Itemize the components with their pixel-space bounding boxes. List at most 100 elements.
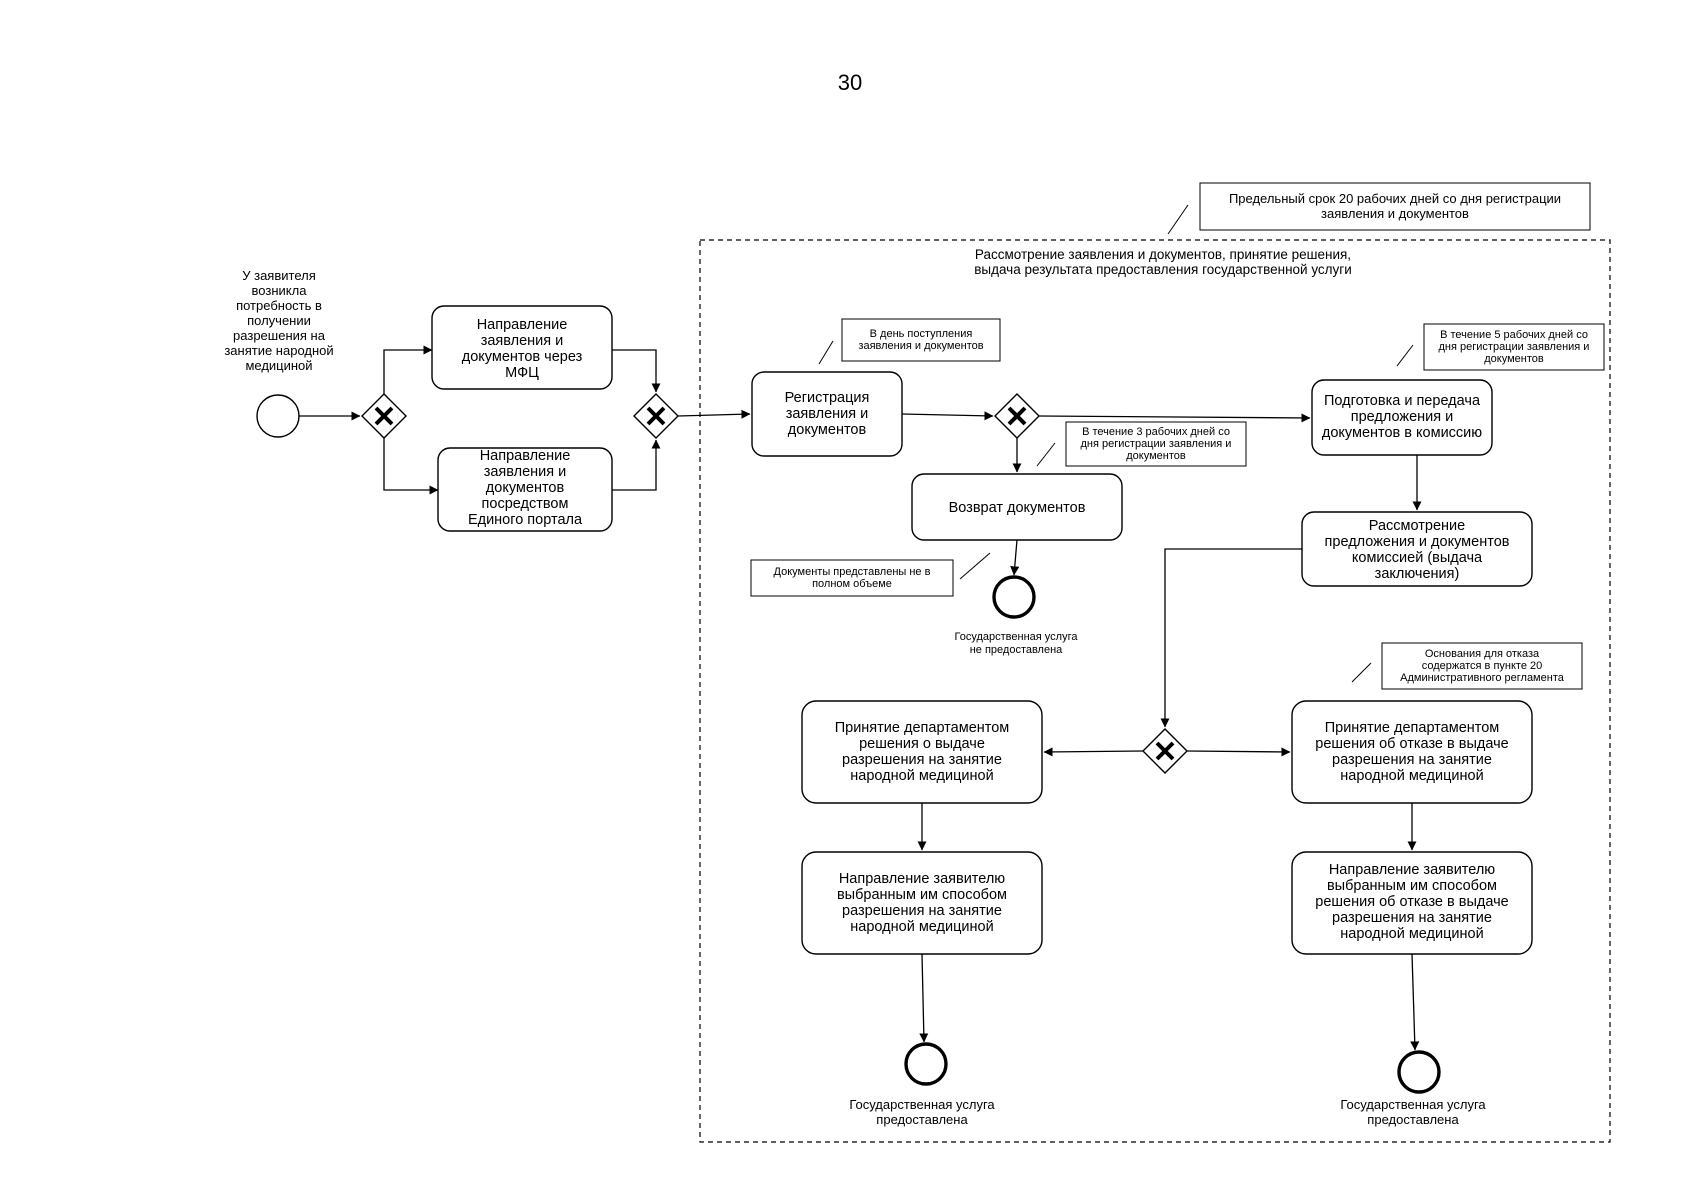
task-label-line: Рассмотрение xyxy=(1369,518,1465,534)
task-label-line: Направление заявителю xyxy=(1329,862,1495,878)
note-line: дня регистрации заявления и xyxy=(1439,341,1590,353)
pool-border xyxy=(699,239,1611,1143)
flow-review-to-decision xyxy=(1160,548,1302,728)
pool-title-line: выдача результата предоставления государ… xyxy=(974,262,1352,277)
start-event xyxy=(256,394,300,438)
end-label-provided-right: Государственная услуга предоставлена xyxy=(1340,1097,1486,1127)
flow-portal-to-merge xyxy=(612,439,661,491)
task-label-line: документов xyxy=(486,480,565,496)
task-label-line: Единого портала xyxy=(468,512,583,528)
end-event-provided-left xyxy=(904,1042,948,1086)
association-line xyxy=(818,340,834,365)
task-label-line: Возврат документов xyxy=(949,500,1086,516)
flow-gateway-to-portal xyxy=(383,438,439,495)
task-label-line: комиссией (выдача xyxy=(1352,550,1483,566)
flow-mfc-to-merge xyxy=(612,349,661,393)
flow-send-to-end-left xyxy=(919,953,929,1043)
task-label-line: посредством xyxy=(482,496,569,512)
note-three-days: В течение 3 рабочих дней со дня регистра… xyxy=(1065,421,1247,467)
note-line: дня регистрации заявления и xyxy=(1081,438,1232,450)
task-label-line: Подготовка и передача xyxy=(1324,393,1481,409)
start-label-line: медициной xyxy=(245,358,312,373)
start-label-line: занятие народной xyxy=(224,343,333,358)
flow-registration-to-check xyxy=(901,411,994,421)
task-submit-via-mfc: Направление заявления и документов через… xyxy=(431,305,613,390)
task-label-line: документов xyxy=(788,422,867,438)
note-line: содержатся в пункте 20 xyxy=(1422,660,1543,672)
task-commission-review: Рассмотрение предложения и документов ко… xyxy=(1301,511,1533,587)
end-event-provided-right xyxy=(1397,1050,1441,1094)
task-label-line: разрешения на занятие xyxy=(842,752,1002,768)
task-approve-decision: Принятие департаментом решения о выдаче … xyxy=(801,700,1043,804)
note-line: В течение 5 рабочих дней со xyxy=(1440,329,1588,341)
task-label-line: решения об отказе в выдаче xyxy=(1315,736,1508,752)
note-five-days: В течение 5 рабочих дней со дня регистра… xyxy=(1423,323,1605,371)
note-line: В день поступления xyxy=(870,328,973,340)
note-line: заявления и документов xyxy=(858,340,983,352)
end-label-provided-left: Государственная услуга предоставлена xyxy=(849,1097,995,1127)
task-label-line: выбранным им способом xyxy=(1327,878,1497,894)
start-label-line: потребность в xyxy=(236,298,322,313)
note-line: Документы представлены не в xyxy=(774,566,931,578)
task-label-line: выбранным им способом xyxy=(837,887,1007,903)
task-refuse-decision: Принятие департаментом решения об отказе… xyxy=(1291,700,1533,804)
note-line: Основания для отказа xyxy=(1425,648,1540,660)
end-label-line: Государственная услуга xyxy=(1340,1097,1486,1112)
task-registration: Регистрация заявления и документов xyxy=(751,371,903,457)
task-label-line: Регистрация xyxy=(785,390,870,406)
start-label: У заявителя возникла потребность в получ… xyxy=(224,268,333,373)
note-line: Предельный срок 20 рабочих дней со дня р… xyxy=(1229,191,1561,206)
task-label-line: разрешения на занятие xyxy=(1332,910,1492,926)
task-label-line: документов в комиссию xyxy=(1322,425,1482,441)
note-line: заявления и документов xyxy=(1321,206,1469,221)
note-refusal-grounds: Основания для отказа содержатся в пункте… xyxy=(1381,642,1583,690)
task-prepare-proposal: Подготовка и передача предложения и доку… xyxy=(1311,379,1493,456)
end-event-not-provided xyxy=(992,575,1036,619)
task-label-line: народной медициной xyxy=(850,768,993,784)
exclusive-gateway-check-docs xyxy=(994,393,1040,439)
note-line: Административного регламента xyxy=(1400,672,1565,684)
flow-return-to-end xyxy=(1010,539,1020,576)
task-label-line: Принятие департаментом xyxy=(835,720,1010,736)
end-label-line: Государственная услуга xyxy=(955,631,1079,643)
page-number: 30 xyxy=(837,70,863,95)
task-label-line: разрешения на занятие xyxy=(842,903,1002,919)
start-label-line: разрешения на xyxy=(233,328,326,343)
exclusive-gateway-split xyxy=(361,393,407,439)
task-label-line: Направление xyxy=(477,317,568,333)
note-incomplete-docs: Документы представлены не в полном объем… xyxy=(750,559,954,597)
note-same-day: В день поступления заявления и документо… xyxy=(841,318,1001,362)
association-line xyxy=(1167,204,1189,235)
end-label-not-provided: Государственная услуга не предоставлена xyxy=(955,631,1079,656)
task-return-documents: Возврат документов xyxy=(911,473,1123,541)
flow-check-to-prepare xyxy=(1038,413,1311,423)
task-submit-via-portal: Направление заявления и документов посре… xyxy=(437,447,613,532)
exclusive-gateway-merge xyxy=(633,393,679,439)
task-label-line: документов через xyxy=(462,349,583,365)
deadline-note: Предельный срок 20 рабочих дней со дня р… xyxy=(1199,182,1591,231)
note-line: полном объеме xyxy=(812,578,892,590)
task-label-line: Направление xyxy=(480,448,571,464)
end-label-line: Государственная услуга xyxy=(849,1097,995,1112)
task-label-line: предложения и документов xyxy=(1325,534,1510,550)
task-label-line: Направление заявителю xyxy=(839,871,1005,887)
flow-merge-to-registration xyxy=(677,409,751,419)
exclusive-gateway-decision xyxy=(1142,728,1188,774)
pool-title-line: Рассмотрение заявления и документов, при… xyxy=(975,247,1351,262)
start-label-line: возникла xyxy=(252,283,308,298)
task-label-line: решения об отказе в выдаче xyxy=(1315,894,1508,910)
start-label-line: У заявителя xyxy=(242,268,316,283)
task-label-line: заявления и xyxy=(786,406,869,422)
task-label-line: заявления и xyxy=(484,464,567,480)
task-label-line: разрешения на занятие xyxy=(1332,752,1492,768)
task-label-line: заявления и xyxy=(481,333,564,349)
task-label-line: народной медициной xyxy=(1340,926,1483,942)
start-label-line: получении xyxy=(247,313,311,328)
task-label-line: МФЦ xyxy=(505,365,539,381)
note-line: В течение 3 рабочих дней со xyxy=(1082,426,1230,438)
task-send-permit: Направление заявителю выбранным им спосо… xyxy=(801,851,1043,955)
association-line xyxy=(959,552,991,580)
association-line xyxy=(1351,662,1372,683)
flow-gateway-to-mfc xyxy=(383,345,433,394)
